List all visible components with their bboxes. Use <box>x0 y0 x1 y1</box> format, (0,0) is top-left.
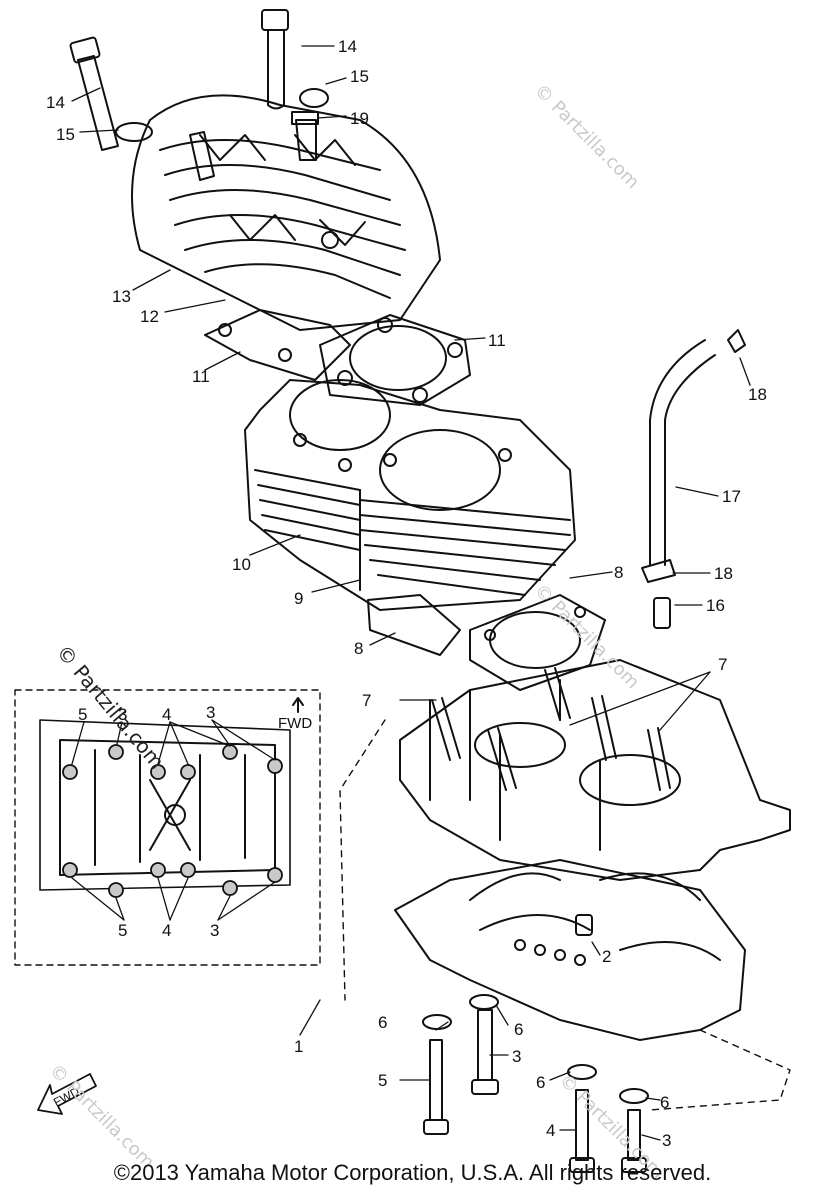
callout-14-b: 14 <box>338 37 357 56</box>
callout-15: 15 <box>56 125 75 144</box>
crankcase-upper[interactable] <box>399 659 791 881</box>
inset-fwd-arrow-icon <box>292 697 304 713</box>
callout-6-a: 6 <box>378 1013 387 1032</box>
fwd-arrow-icon <box>37 1073 97 1115</box>
washer-6-a[interactable] <box>422 1014 452 1030</box>
inset-bolt-holes <box>62 744 283 898</box>
callout-17: 17 <box>722 487 741 506</box>
inset-fwd-label: FWD <box>278 715 312 732</box>
inset-4-bottom: 4 <box>162 921 171 940</box>
fitting-16[interactable] <box>653 597 671 629</box>
callout-8: 8 <box>614 563 623 582</box>
inset-leaders <box>71 719 276 921</box>
hose-17[interactable] <box>649 339 716 566</box>
hose-clip-18[interactable] <box>641 329 746 583</box>
bolt-14-right[interactable] <box>261 9 289 110</box>
callout-7-b: 7 <box>362 691 371 710</box>
callout-2: 2 <box>602 947 611 966</box>
inset-5-bottom: 5 <box>118 921 127 940</box>
washer-6-d[interactable] <box>619 1088 649 1104</box>
callout-3: 3 <box>512 1047 521 1066</box>
inset-3-bottom: 3 <box>210 921 219 940</box>
callout-6-d: 6 <box>660 1093 669 1112</box>
callout-7: 7 <box>718 655 727 674</box>
bolt-5[interactable] <box>423 1039 449 1135</box>
callout-11-b: 11 <box>488 331 506 350</box>
callout-5: 5 <box>378 1071 387 1090</box>
washer-15-right[interactable] <box>299 88 329 108</box>
callout-8-b: 8 <box>354 639 363 658</box>
callout-6-c: 6 <box>536 1073 545 1092</box>
dowel-pin-2[interactable] <box>575 914 593 936</box>
inset-5-top: 5 <box>78 705 87 724</box>
bolt-14-left[interactable] <box>69 36 119 151</box>
cylinder-head-13[interactable] <box>131 94 441 331</box>
head-gasket-11[interactable] <box>204 309 471 406</box>
callout-14: 14 <box>46 93 65 112</box>
callout-9: 9 <box>294 589 303 608</box>
inset-4-top: 4 <box>162 705 171 724</box>
stud-bolt-7[interactable] <box>431 667 671 791</box>
inset-3-top: 3 <box>118 705 127 724</box>
callout-labels: 14 14 15 15 19 13 12 11 11 18 17 10 9 8 … <box>46 37 767 1150</box>
callout-11: 11 <box>192 367 210 386</box>
callout-18: 18 <box>748 385 767 404</box>
washer-6-c[interactable] <box>567 1064 597 1080</box>
callout-3-b: 3 <box>662 1131 671 1150</box>
callout-leaders <box>71 45 751 1141</box>
bolt-3-right[interactable] <box>621 1109 647 1173</box>
callout-10: 10 <box>232 555 251 574</box>
inset-3-top-b: 3 <box>206 703 215 722</box>
callout-18-b: 18 <box>714 564 733 583</box>
bolt-3[interactable] <box>471 1009 499 1095</box>
copyright-notice: ©2013 Yamaha Motor Corporation, U.S.A. A… <box>113 1160 712 1185</box>
crankcase-lower[interactable] <box>394 859 746 1041</box>
cylinder-10[interactable] <box>244 379 576 611</box>
callout-1: 1 <box>294 1037 303 1056</box>
callout-6-b: 6 <box>514 1020 523 1039</box>
callout-16: 16 <box>706 596 725 615</box>
bolt-4[interactable] <box>569 1089 595 1173</box>
callout-4: 4 <box>546 1121 555 1140</box>
washer-15-left[interactable] <box>115 122 153 142</box>
callout-13: 13 <box>112 287 131 306</box>
assembly-outline <box>339 719 791 1111</box>
callout-19: 19 <box>350 109 369 128</box>
callout-12: 12 <box>140 307 159 326</box>
washer-6-b[interactable] <box>469 994 499 1010</box>
callout-15-b: 15 <box>350 67 369 86</box>
